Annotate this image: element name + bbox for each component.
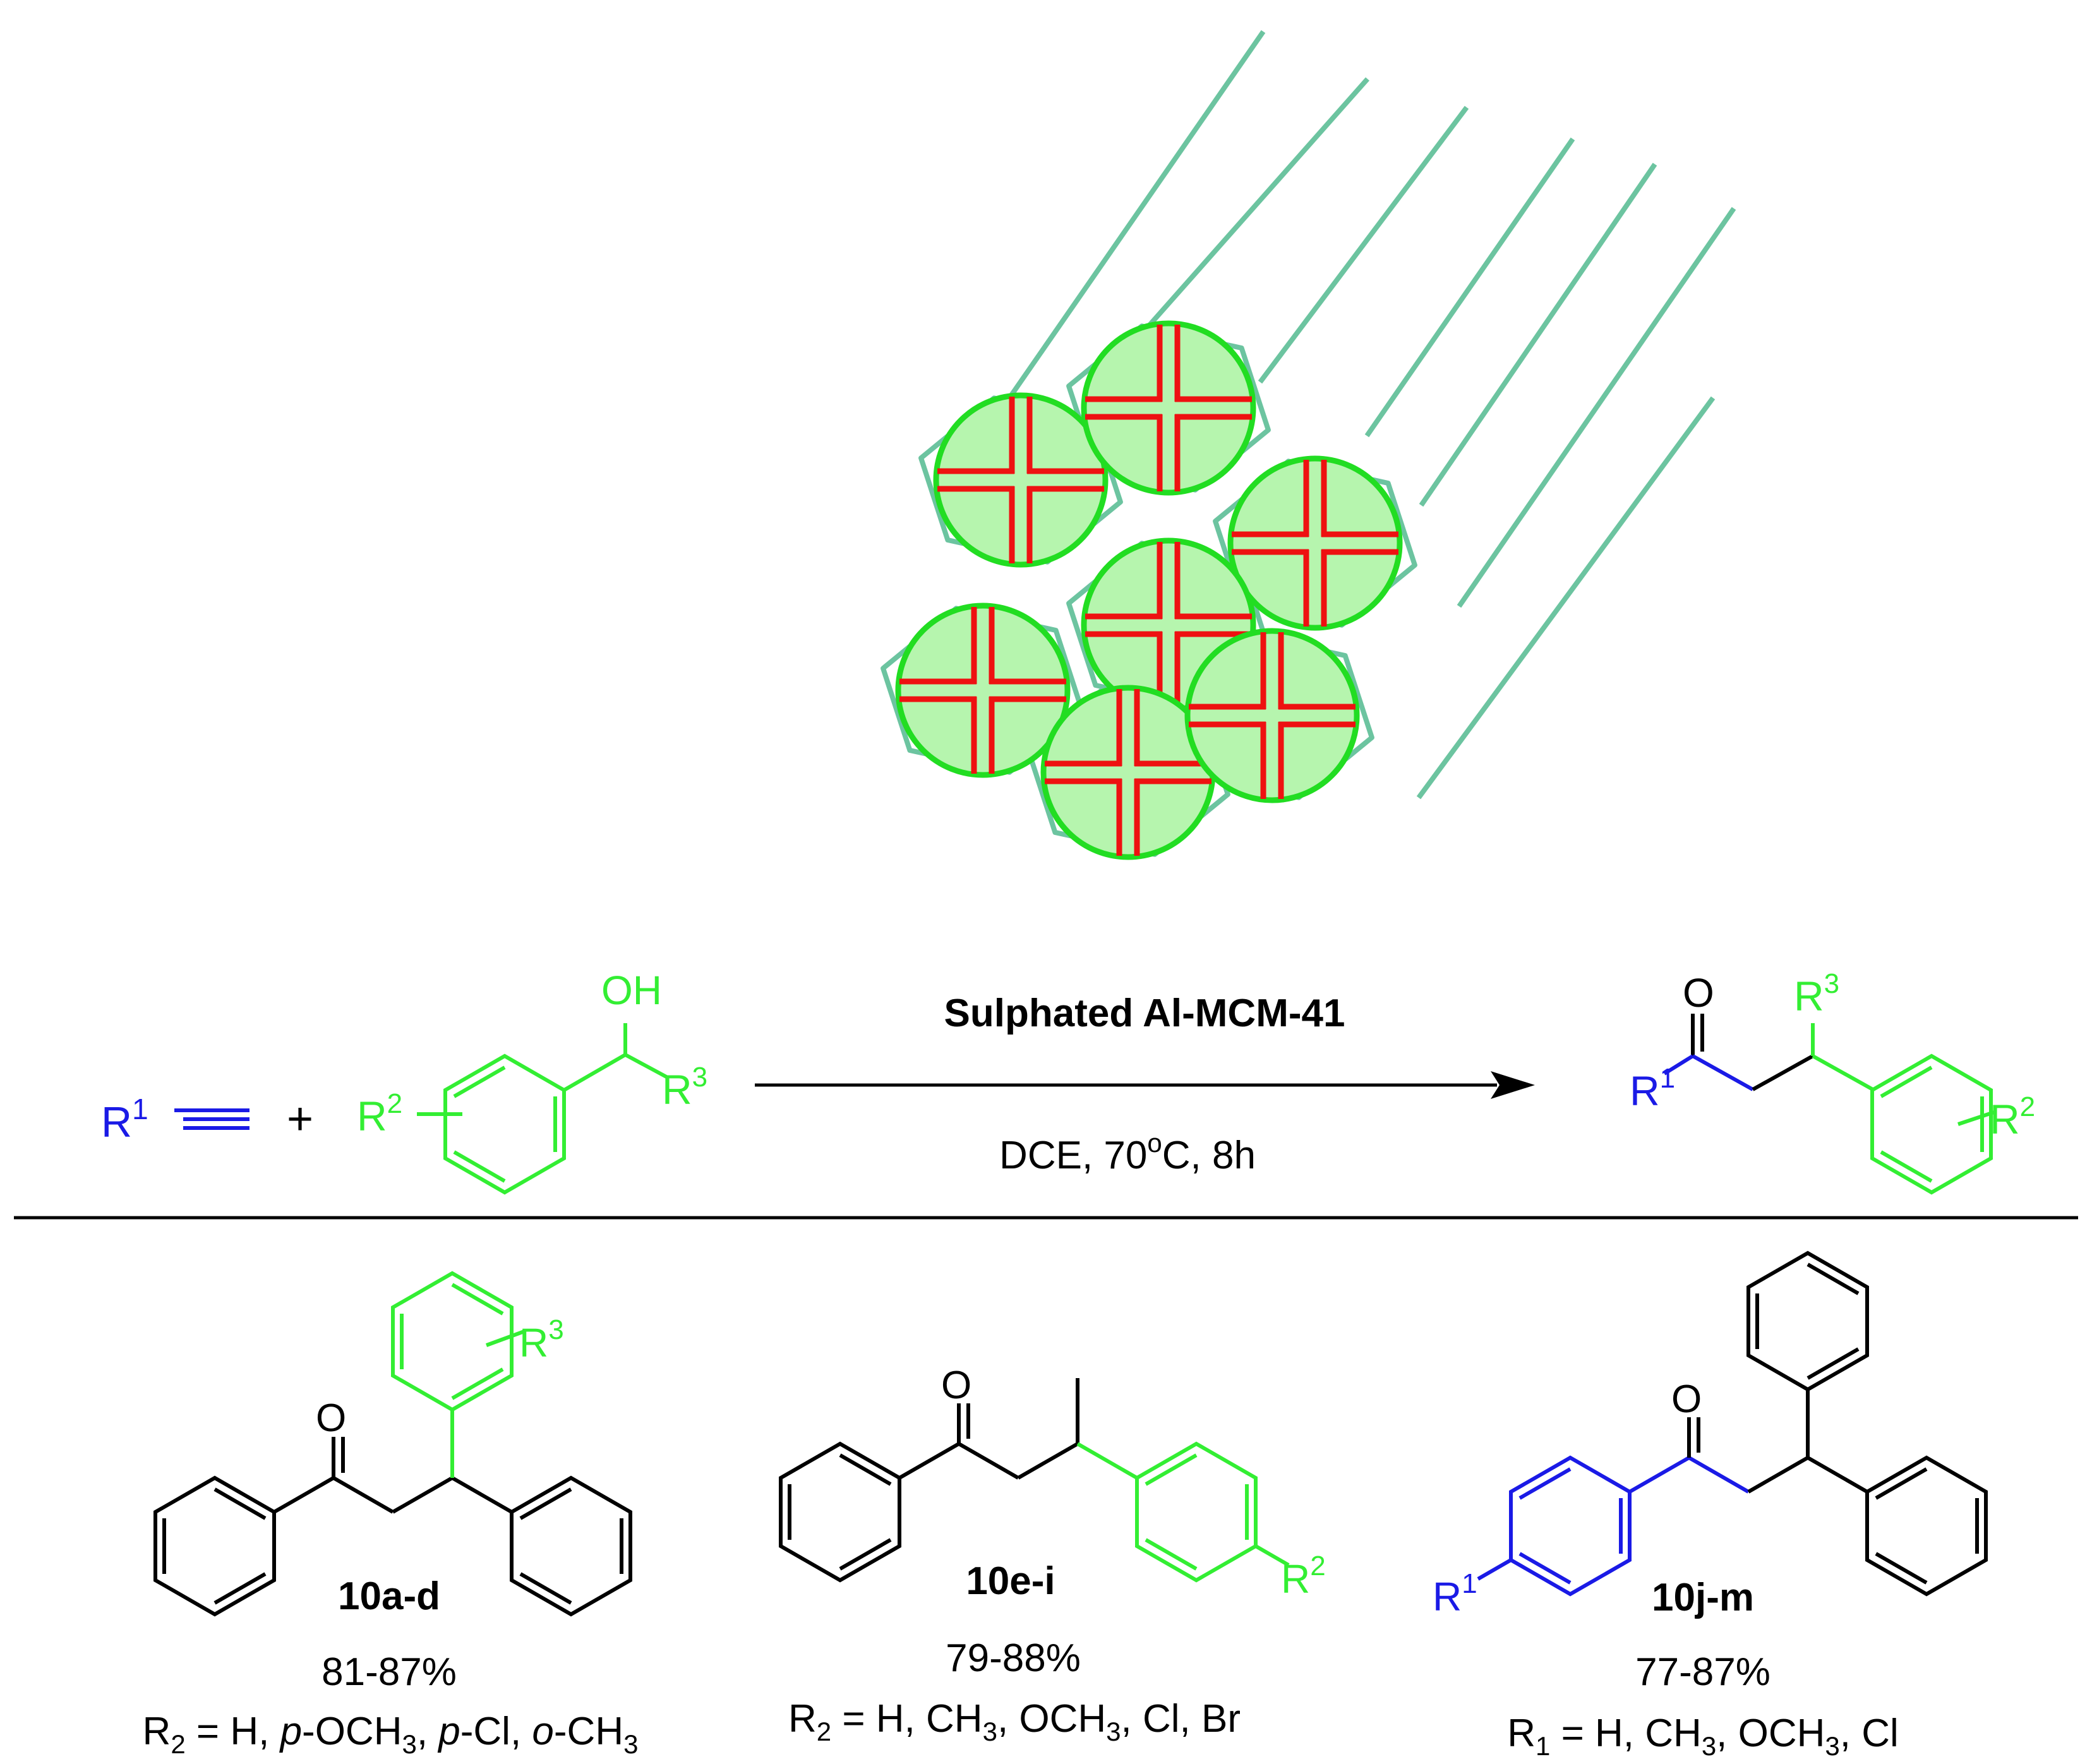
compound-10j-m-id: 10j-m: [1652, 1576, 1754, 1619]
compound-10a-d-o-label: O: [316, 1396, 346, 1440]
channel-tube-line: [1416, 396, 1716, 800]
product-r1-label: R1: [1630, 1063, 1675, 1114]
compound-10a-d-substituents: R2 = H, p-OCH3, p-Cl, o-CH3: [143, 1710, 639, 1759]
compound-10e-i-r2-label: R2: [1281, 1551, 1326, 1602]
alcohol-r3-label: R3: [662, 1062, 707, 1113]
pore-center: [1162, 402, 1175, 414]
compound-10j-m-substituents: R1 = H, CH3, OCH3, Cl: [1507, 1712, 1899, 1761]
compound-10e-i-substituents: R2 = H, CH3, OCH3, Cl, Br: [788, 1697, 1241, 1746]
channel-tube-line: [1457, 207, 1736, 608]
product-structure: [1663, 1014, 1997, 1195]
plus-sign: +: [287, 1094, 313, 1144]
pore-center: [1122, 766, 1134, 779]
channel-tube-lines: [983, 30, 1736, 800]
alcohol-reactant: [417, 1023, 668, 1195]
compound-10j-m-structure: [1477, 1251, 1988, 1597]
catalyst-label: Sulphated Al-MCM-41: [944, 992, 1345, 1035]
pore-center: [1309, 537, 1321, 549]
svg-text:R1: R1: [101, 1093, 148, 1146]
compound-10j-m-yield: 77-87%: [1635, 1650, 1770, 1694]
compound-10j-m-r1-label: R1: [1433, 1568, 1477, 1619]
pore-center: [1014, 474, 1027, 486]
compound-10j-m-o-label: O: [1671, 1377, 1702, 1421]
product-o-label: O: [1683, 970, 1714, 1016]
pore-center: [1266, 709, 1278, 722]
channel-tube-line: [983, 30, 1266, 435]
alkyne-reactant: R1: [101, 1093, 249, 1146]
product-r2-label: R2: [1990, 1091, 2035, 1143]
compound-10a-d-structure: [153, 1271, 632, 1617]
alcohol-oh-label: OH: [601, 968, 662, 1013]
compound-10e-i-structure: [779, 1378, 1290, 1583]
channel-tube-line: [1419, 162, 1657, 507]
compound-10e-i-id: 10e-i: [966, 1559, 1055, 1603]
sulphated-pores: [895, 320, 1403, 860]
alkyne-r-sup: 1: [132, 1093, 148, 1125]
alcohol-r2-label: R2: [357, 1088, 402, 1139]
compound-10a-d-yield: 81-87%: [322, 1650, 457, 1694]
compound-10e-i-o-label: O: [941, 1364, 971, 1407]
channel-tube-line: [1258, 105, 1469, 384]
pore-center: [1162, 619, 1175, 632]
compound-10a-d-id: 10a-d: [338, 1575, 440, 1618]
channel-tube-line: [1111, 77, 1369, 368]
reaction-arrow: [755, 1071, 1535, 1099]
alkyne-r-label: R: [101, 1098, 132, 1146]
channel-tube-line: [1364, 137, 1575, 438]
compound-10e-i-yield: 79-88%: [946, 1636, 1081, 1680]
conditions-label: DCE, 70oC, 8h: [999, 1128, 1256, 1177]
pore-center: [977, 684, 989, 697]
product-r3-label: R3: [1794, 968, 1839, 1019]
compound-10a-d-r3-label: R3: [519, 1314, 564, 1365]
